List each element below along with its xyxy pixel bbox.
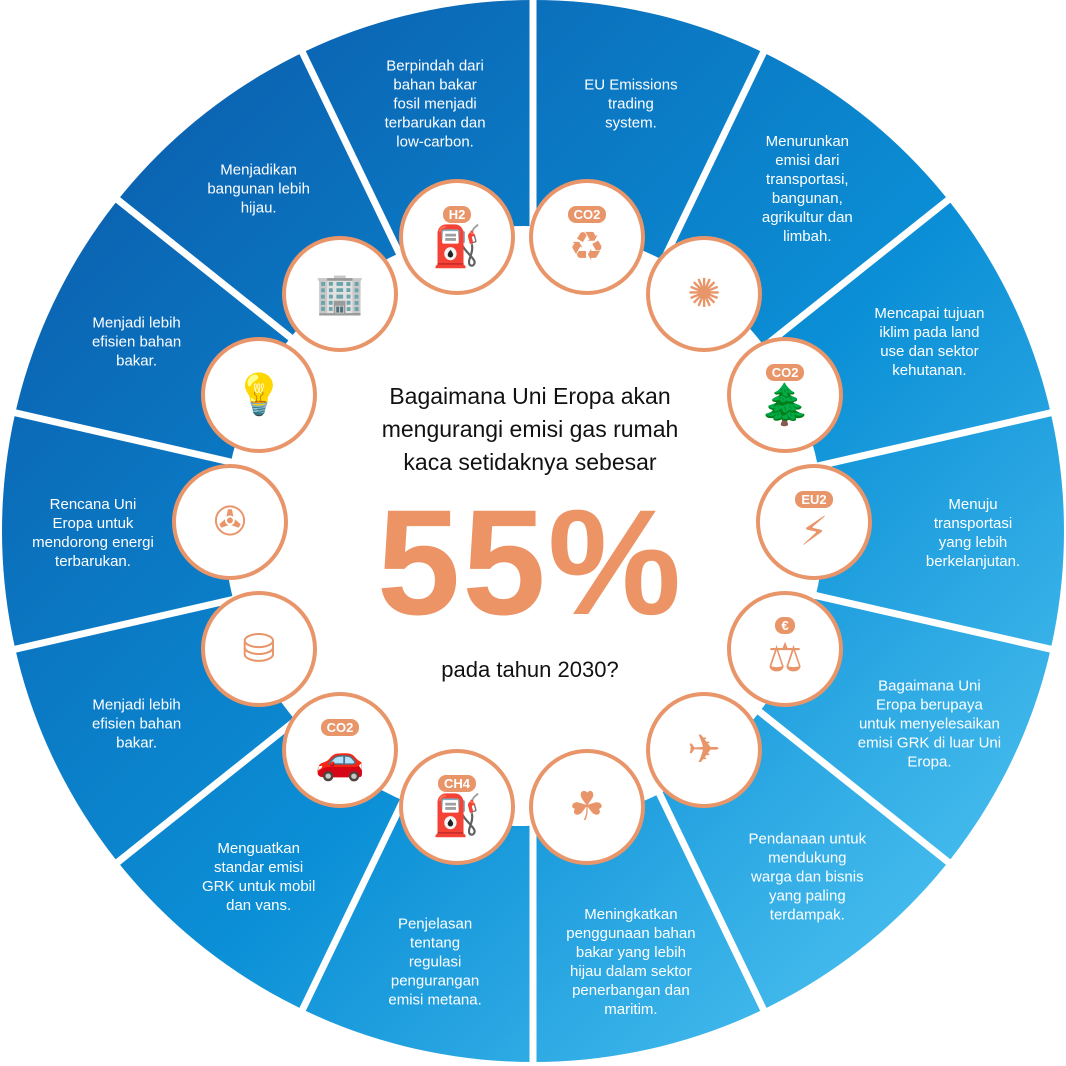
segment-text: Pendanaan untuk mendukung warga dan bisn… [748, 830, 867, 924]
icon-glyph: ☘ [569, 783, 605, 830]
segment-text: Mencapai tujuan iklim pada land use dan … [874, 305, 985, 380]
hydrogen-tank-icon: H2⛽ [399, 179, 516, 296]
icon-glyph: ⛽ [432, 223, 482, 270]
segment-text: Rencana Uni Eropa untuk mendorong energi… [32, 496, 154, 570]
icon-label: EU2 [795, 490, 833, 508]
icon-glyph: ⚖ [767, 635, 803, 682]
segment-text: Menuju transportasi yang lebih berkelanj… [925, 496, 1021, 570]
green-building-icon: 🏢 [281, 235, 398, 352]
icon-glyph: 💡 [234, 372, 284, 419]
segment-text: EU Emissions trading system. [584, 76, 678, 132]
icon-label: € [775, 617, 795, 635]
icon-label: CO2 [320, 718, 360, 736]
co2-cycle-leaf-icon: CO2♻ [528, 179, 645, 296]
segment-text: Menjadi lebih efisien bahan bakar. [91, 696, 182, 752]
eu-stars-leaf-icon: ✺ [646, 235, 763, 352]
icon-glyph: ✇ [213, 499, 247, 545]
oil-pump-ch4-icon: CH4⛽ [399, 748, 516, 865]
target-year: pada tahun 2030? [441, 657, 619, 682]
lightbulb-gear-icon: 💡 [200, 337, 317, 454]
icon-glyph: ✈ [687, 727, 721, 774]
car-co2-icon: CO2🚗 [281, 692, 398, 809]
segment-text: Menurunkan emisi dari transportasi, bang… [761, 132, 853, 245]
icon-label: CH4 [438, 775, 477, 793]
icon-glyph: ✺ [687, 270, 721, 317]
ev-charger-icon: EU2⚡ [756, 464, 872, 580]
segment-text: Menjadi lebih efisien bahan bakar. [91, 314, 182, 370]
icon-glyph: ⛁ [242, 625, 276, 672]
center-title: Bagaimana Uni Eropa akan mengurangi emis… [381, 383, 679, 475]
wind-turbine-icon: ✇ [172, 464, 288, 580]
center-panel: Bagaimana Uni Eropa akan mengurangi emis… [330, 380, 730, 683]
segment-text: Berpindah dari bahan bakar fosil menjadi… [384, 57, 486, 151]
leaves-lightning-icon: ☘ [528, 748, 645, 865]
co2-trees-icon: CO2🌲 [727, 337, 844, 454]
icon-glyph: ⚡ [799, 508, 829, 555]
icon-glyph: ⛽ [432, 793, 482, 840]
segment-text: Bagaimana Uni Eropa berupaya untuk menye… [857, 677, 1002, 771]
icon-glyph: 🏢 [315, 270, 365, 317]
inner-disc [224, 226, 824, 826]
icon-label: CO2 [765, 363, 805, 381]
icon-label: H2 [442, 205, 472, 223]
segment-text: Menjadikan bangunan lebih hijau. [207, 161, 310, 217]
oil-barrel-coins-icon: ⛁ [200, 590, 317, 707]
segment-text: Menguatkan standar emisi GRK untuk mobil… [201, 840, 316, 914]
segment-text: Meningkatkan penggunaan bahan bakar yang… [566, 905, 696, 1018]
segment-text: Penjelasan tentang regulasi pengurangan … [388, 915, 482, 1009]
icon-glyph: 🚗 [315, 736, 365, 783]
globe-euro-balance-icon: €⚖ [727, 590, 844, 707]
icon-glyph: ♻ [569, 223, 605, 270]
fuel-plane-money-icon: ✈ [646, 692, 763, 809]
icon-glyph: 🌲 [760, 381, 810, 428]
target-percent: 55% [376, 478, 684, 646]
icon-label: CO2 [567, 205, 607, 223]
